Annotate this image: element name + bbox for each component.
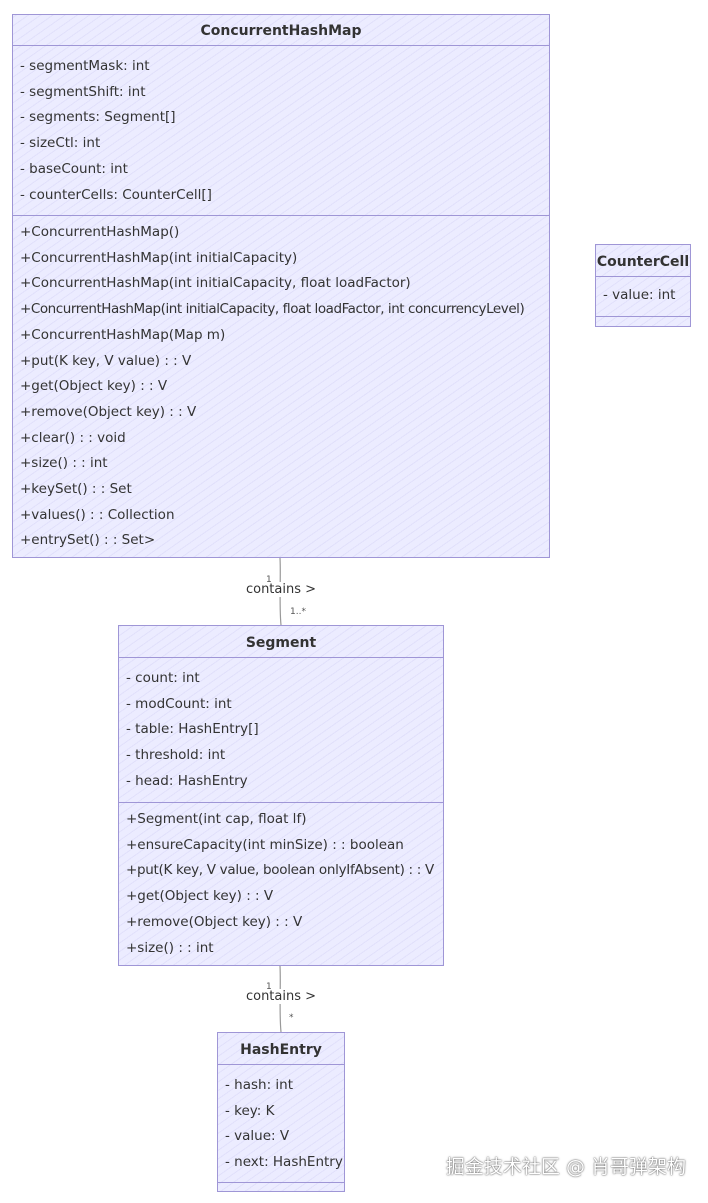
- multiplicity-map-side: 1: [266, 575, 272, 585]
- method-row: +clear() : : void: [20, 429, 126, 446]
- class-methods: [218, 1183, 344, 1191]
- class-attributes: - count: int - modCount: int - table: Ha…: [119, 658, 443, 803]
- attribute-row: - baseCount: int: [20, 160, 128, 177]
- method-row: +ConcurrentHashMap(): [20, 224, 180, 240]
- class-methods: +Segment(int cap, float lf) +ensureCapac…: [119, 803, 443, 961]
- class-attributes: - hash: int - key: K - value: V - next: …: [218, 1065, 344, 1183]
- class-attributes: - segmentMask: int - segmentShift: int -…: [13, 46, 549, 216]
- attribute-row: - segments: Segment[]: [20, 109, 176, 126]
- class-hash-entry[interactable]: HashEntry - hash: int - key: K - value: …: [217, 1032, 345, 1192]
- attribute-row: - key: K: [225, 1102, 275, 1119]
- method-row: +get(Object key) : : V: [126, 888, 274, 905]
- attribute-row: - counterCells: CounterCell[]: [20, 186, 212, 203]
- method-row: +remove(Object key) : : V: [20, 403, 197, 420]
- method-row: +put(K key, V value) : : V: [20, 352, 192, 369]
- class-counter-cell[interactable]: CounterCell - value: int: [595, 244, 691, 327]
- attribute-row: - count: int: [126, 670, 200, 686]
- class-name: CounterCell: [596, 245, 690, 277]
- attribute-row: - value: int: [603, 287, 676, 303]
- multiplicity-segment-from-side: 1: [266, 982, 272, 992]
- watermark: 掘金技术社区 @ 肖哥弹架构: [445, 1156, 686, 1178]
- method-row: +entrySet() : : Set>: [20, 532, 156, 549]
- attribute-row: - sizeCtl: int: [20, 135, 101, 152]
- attribute-row: - hash: int: [225, 1077, 294, 1093]
- method-row: +Segment(int cap, float lf): [126, 811, 307, 827]
- class-segment[interactable]: Segment - count: int - modCount: int - t…: [118, 625, 444, 966]
- method-row: +ConcurrentHashMap(Map m): [20, 326, 226, 343]
- method-row: +size() : : int: [126, 939, 214, 956]
- class-methods: +ConcurrentHashMap() +ConcurrentHashMap(…: [13, 216, 549, 554]
- class-name: HashEntry: [218, 1033, 344, 1065]
- method-row: +size() : : int: [20, 455, 108, 472]
- class-attributes: - value: int: [596, 277, 690, 317]
- attribute-row: - next: HashEntry: [225, 1154, 343, 1171]
- attribute-row: - segmentShift: int: [20, 83, 146, 100]
- class-methods: [596, 317, 690, 326]
- attribute-row: - segmentMask: int: [20, 58, 150, 74]
- relation-label-map-segment: contains >: [243, 582, 319, 597]
- attribute-row: - value: V: [225, 1128, 290, 1145]
- method-row: +get(Object key) : : V: [20, 378, 168, 395]
- method-row: +values() : : Collection: [20, 506, 175, 523]
- class-concurrent-hash-map[interactable]: ConcurrentHashMap - segmentMask: int - s…: [12, 14, 550, 558]
- method-row: +ConcurrentHashMap(int initialCapacity, …: [20, 301, 525, 318]
- method-row: +ensureCapacity(int minSize) : : boolean: [126, 836, 404, 853]
- multiplicity-segment-side: 1..*: [290, 607, 306, 617]
- multiplicity-hashentry-side: *: [289, 1013, 294, 1023]
- attribute-row: - modCount: int: [126, 695, 232, 712]
- method-row: +put(K key, V value, boolean onlyIfAbsen…: [126, 862, 434, 879]
- class-name: ConcurrentHashMap: [13, 15, 549, 46]
- class-name: Segment: [119, 626, 443, 658]
- attribute-row: - threshold: int: [126, 747, 226, 764]
- attribute-row: - head: HashEntry: [126, 772, 248, 789]
- attribute-row: - table: HashEntry[]: [126, 721, 259, 738]
- method-row: +ConcurrentHashMap(int initialCapacity): [20, 249, 298, 266]
- method-row: +remove(Object key) : : V: [126, 913, 303, 930]
- relation-label-segment-hashentry: contains >: [243, 989, 319, 1004]
- method-row: +ConcurrentHashMap(int initialCapacity, …: [20, 275, 411, 292]
- method-row: +keySet() : : Set: [20, 481, 132, 498]
